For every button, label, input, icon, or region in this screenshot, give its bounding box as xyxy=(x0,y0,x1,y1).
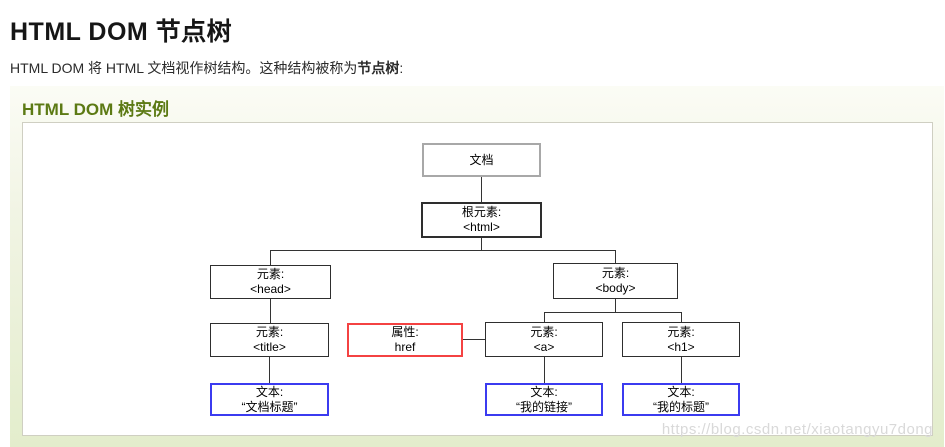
node-element-title: 元素: <title> xyxy=(210,323,329,357)
node-href-value: href xyxy=(394,340,416,354)
node-element-a: 元素: <a> xyxy=(485,322,603,357)
node-text1-value: “文档标题” xyxy=(241,399,298,414)
example-panel: HTML DOM 树实例 文档 根元素: <html> 元素: <head> 元… xyxy=(10,86,944,447)
node-root-tag: <html> xyxy=(463,220,500,234)
node-document: 文档 xyxy=(422,143,541,177)
node-text1-type: 文本: xyxy=(255,384,284,399)
connector-line xyxy=(270,250,271,265)
node-document-label: 文档 xyxy=(469,152,494,167)
connector-line xyxy=(681,357,682,383)
node-root-type: 根元素: xyxy=(461,205,502,219)
node-text2-value: “我的链接” xyxy=(516,399,572,414)
node-element-h1: 元素: <h1> xyxy=(622,322,740,357)
connector-line xyxy=(269,357,270,383)
node-root-element-html: 根元素: <html> xyxy=(421,202,542,238)
node-text-document-title: 文本: “文档标题” xyxy=(210,383,329,416)
node-text-my-link: 文本: “我的链接” xyxy=(485,383,603,416)
connector-line xyxy=(270,250,616,251)
node-head-tag: <head> xyxy=(250,282,291,296)
page-title: HTML DOM 节点树 xyxy=(10,18,233,46)
connector-line xyxy=(270,299,271,323)
node-h1-type: 元素: xyxy=(667,324,695,339)
connector-line xyxy=(481,177,482,202)
connector-line xyxy=(463,339,485,340)
node-href-type: 属性: xyxy=(391,325,419,339)
intro-bold-term: 节点树 xyxy=(357,60,400,76)
connector-line xyxy=(481,238,482,250)
node-title-tag: <title> xyxy=(253,340,286,354)
node-body-tag: <body> xyxy=(595,281,636,295)
connector-line xyxy=(544,312,682,313)
node-element-head: 元素: <head> xyxy=(210,265,331,299)
node-attribute-href: 属性: href xyxy=(347,323,463,357)
dom-tree-diagram: 文档 根元素: <html> 元素: <head> 元素: <body> 元素:… xyxy=(22,122,933,436)
node-a-tag: <a> xyxy=(533,339,555,354)
connector-line xyxy=(615,250,616,263)
connector-line xyxy=(615,299,616,312)
node-h1-tag: <h1> xyxy=(667,339,695,354)
node-element-body: 元素: <body> xyxy=(553,263,678,299)
intro-prefix: HTML DOM 将 HTML 文档视作树结构。这种结构被称为 xyxy=(10,60,358,76)
node-head-type: 元素: xyxy=(256,267,285,281)
connector-line xyxy=(544,312,545,322)
intro-text: HTML DOM 将 HTML 文档视作树结构。这种结构被称为节点树: xyxy=(10,58,403,78)
intro-suffix: : xyxy=(399,60,404,76)
node-a-type: 元素: xyxy=(530,324,558,339)
node-title-type: 元素: xyxy=(255,325,284,339)
node-text2-type: 文本: xyxy=(530,384,558,399)
csdn-watermark: https://blog.csdn.net/xiaotangyu7dong xyxy=(661,421,933,438)
node-text3-type: 文本: xyxy=(667,384,695,399)
example-panel-title: HTML DOM 树实例 xyxy=(22,100,170,119)
connector-line xyxy=(544,357,545,383)
node-body-type: 元素: xyxy=(601,266,630,280)
node-text-my-heading: 文本: “我的标题” xyxy=(622,383,740,416)
connector-line xyxy=(681,312,682,322)
node-text3-value: “我的标题” xyxy=(653,399,709,414)
